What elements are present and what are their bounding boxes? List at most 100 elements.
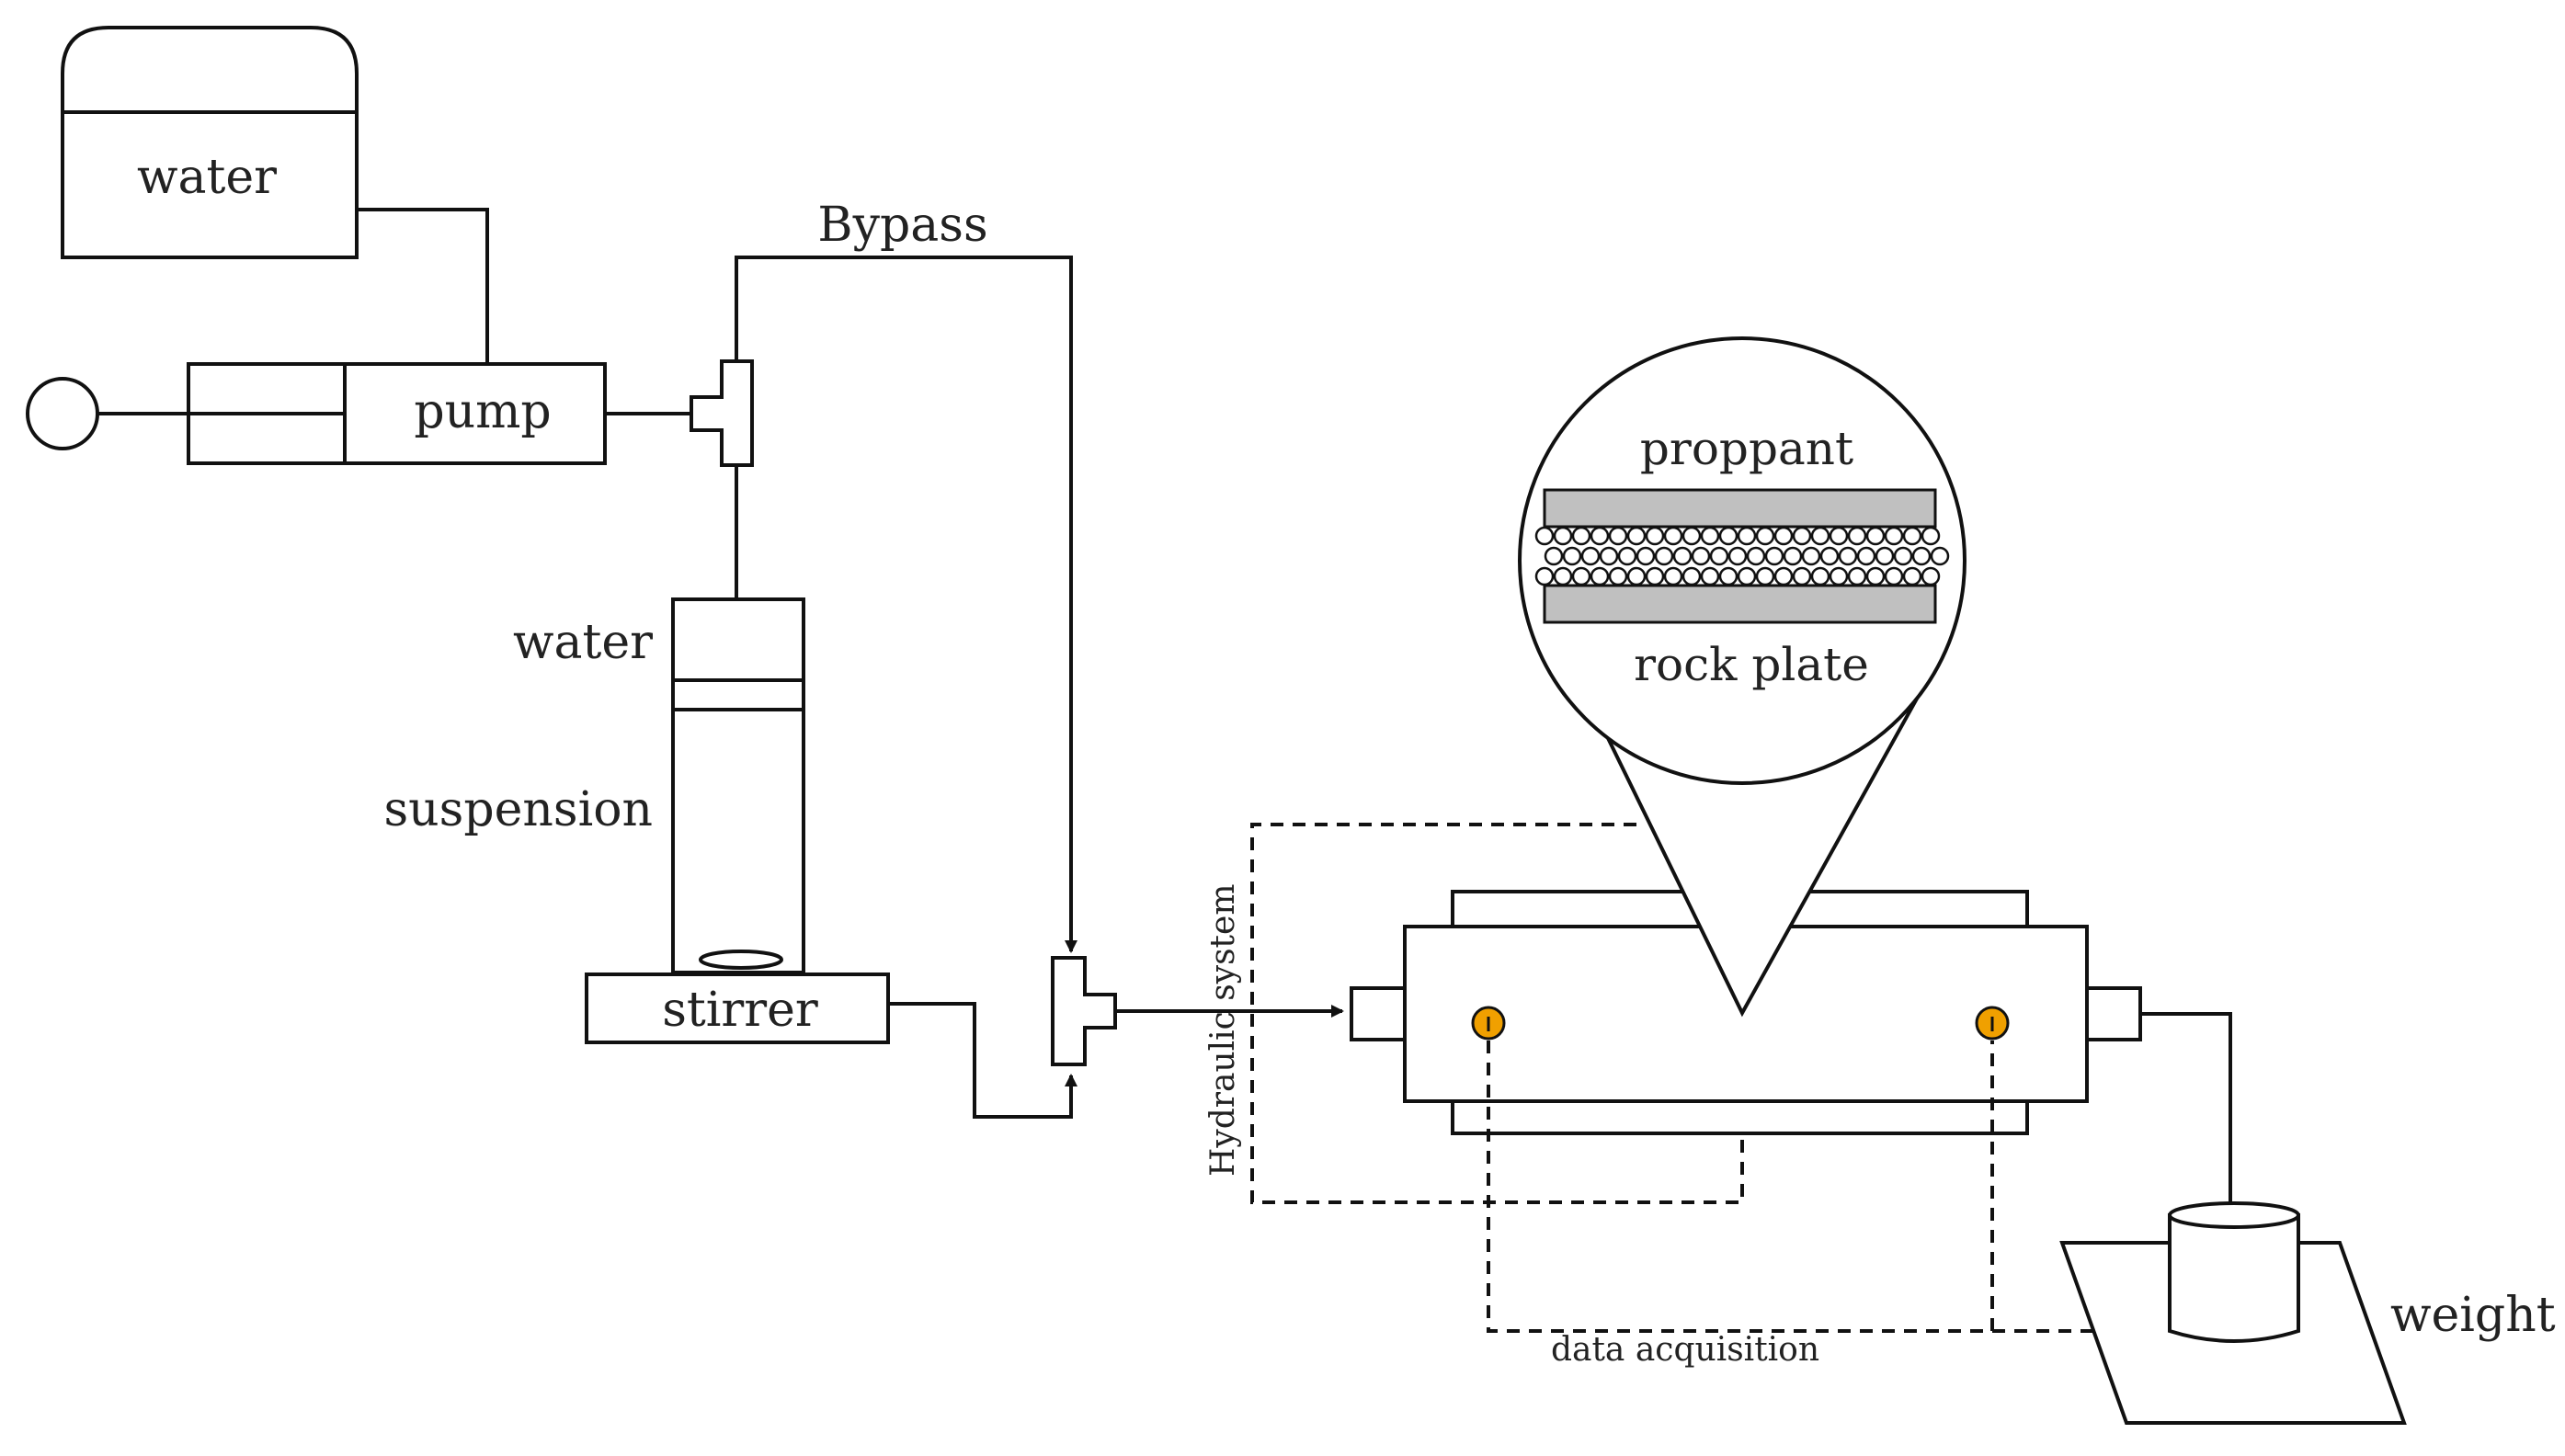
proppant-grain bbox=[1829, 566, 1849, 586]
rock-plate-label: rock plate bbox=[1634, 638, 1869, 691]
proppant-grain bbox=[1663, 566, 1683, 586]
t-junction-bottom bbox=[1051, 956, 1117, 1066]
proppant-grain bbox=[1553, 526, 1573, 546]
proppant-grain bbox=[1819, 546, 1840, 566]
proppant-grain bbox=[1746, 546, 1766, 566]
proppant-grain bbox=[1783, 546, 1803, 566]
proppant-grain bbox=[1626, 566, 1647, 586]
stirrer: stirrer bbox=[585, 973, 890, 1044]
proppant-grain bbox=[1663, 526, 1683, 546]
proppant-grain bbox=[1571, 566, 1591, 586]
pressure-sensor-left bbox=[1471, 1006, 1506, 1041]
data-acquisition-label: data acquisition bbox=[1551, 1331, 1819, 1369]
proppant-grain bbox=[1672, 546, 1693, 566]
proppant-grain bbox=[1930, 546, 1950, 566]
proppant-grain bbox=[1764, 546, 1784, 566]
pump-label: pump bbox=[414, 384, 551, 439]
suspension-label: suspension bbox=[383, 782, 653, 837]
proppant-grains bbox=[1534, 526, 1950, 586]
bypass-label: Bypass bbox=[817, 198, 987, 253]
proppant-grain bbox=[1534, 526, 1555, 546]
proppant-grain bbox=[1838, 546, 1858, 566]
cell-inlet-port bbox=[1350, 986, 1407, 1041]
pump: pump bbox=[187, 362, 607, 465]
proppant-grain bbox=[1682, 566, 1702, 586]
proppant-grain bbox=[1847, 566, 1867, 586]
proppant-grain bbox=[1773, 566, 1794, 586]
proppant-grain bbox=[1893, 546, 1913, 566]
proppant-grain bbox=[1645, 566, 1665, 586]
proppant-grain bbox=[1755, 526, 1775, 546]
water-tank-label: water bbox=[137, 150, 277, 205]
proppant-grain bbox=[1544, 546, 1564, 566]
water-tank: water bbox=[61, 26, 359, 259]
proppant-grain bbox=[1626, 526, 1647, 546]
proppant-grain bbox=[1562, 546, 1582, 566]
proppant-grain bbox=[1921, 566, 1941, 586]
proppant-grain bbox=[1700, 566, 1720, 586]
rock-plate-bottom bbox=[1543, 584, 1937, 624]
collection-beaker bbox=[2168, 1201, 2300, 1343]
proppant-grain bbox=[1884, 526, 1904, 546]
proppant-grain bbox=[1571, 526, 1591, 546]
proppant-grain bbox=[1847, 526, 1867, 546]
proppant-grain bbox=[1654, 546, 1674, 566]
proppant-grain bbox=[1801, 546, 1821, 566]
proppant-grain bbox=[1902, 566, 1922, 586]
proppant-grain bbox=[1921, 526, 1941, 546]
proppant-grain bbox=[1590, 526, 1610, 546]
proppant-grain bbox=[1884, 566, 1904, 586]
proppant-grain bbox=[1810, 566, 1830, 586]
proppant-grain bbox=[1755, 566, 1775, 586]
weight-label: weight bbox=[2390, 1288, 2556, 1343]
proppant-grain bbox=[1636, 546, 1656, 566]
cell-outlet-port bbox=[2085, 986, 2142, 1041]
cell-outlet-pipe bbox=[2140, 1012, 2232, 1211]
proppant-grain bbox=[1865, 526, 1886, 546]
proppant-grain bbox=[1590, 566, 1610, 586]
proppant-grain bbox=[1608, 526, 1628, 546]
proppant-grain bbox=[1792, 526, 1812, 546]
proppant-grain bbox=[1553, 566, 1573, 586]
data-acquisition-line bbox=[1487, 1041, 1994, 1333]
proppant-label: proppant bbox=[1640, 422, 1853, 475]
proppant-grain bbox=[1718, 566, 1738, 586]
t-junction-top bbox=[690, 359, 754, 467]
proppant-grain bbox=[1617, 546, 1637, 566]
water-column-label: water bbox=[513, 615, 653, 670]
proppant-grain bbox=[1534, 566, 1555, 586]
suspension-column: water suspension bbox=[383, 597, 805, 974]
stirrer-label: stirrer bbox=[662, 983, 818, 1038]
proppant-grain bbox=[1902, 526, 1922, 546]
proppant-grain bbox=[1856, 546, 1876, 566]
proppant-grain bbox=[1875, 546, 1895, 566]
proppant-grain bbox=[1645, 526, 1665, 546]
bypass-line bbox=[735, 256, 1077, 953]
proppant-grain bbox=[1727, 546, 1748, 566]
proppant-grain bbox=[1829, 526, 1849, 546]
proppant-grain bbox=[1682, 526, 1702, 546]
proppant-grain bbox=[1718, 526, 1738, 546]
magnified-view: proppant rock plate bbox=[1518, 336, 1966, 1018]
proppant-grain bbox=[1608, 566, 1628, 586]
proppant-grain bbox=[1737, 526, 1757, 546]
proppant-grain bbox=[1580, 546, 1601, 566]
proppant-grain bbox=[1599, 546, 1619, 566]
proppant-grain bbox=[1911, 546, 1932, 566]
valve-handle bbox=[26, 377, 188, 450]
proppant-grain bbox=[1691, 546, 1711, 566]
stirrer-outlet-pipe bbox=[888, 1002, 1077, 1119]
pressure-sensor-right bbox=[1975, 1006, 2010, 1041]
tank-pump-pipe bbox=[357, 208, 489, 364]
proppant-grain bbox=[1792, 566, 1812, 586]
proppant-grain bbox=[1865, 566, 1886, 586]
proppant-grain bbox=[1700, 526, 1720, 546]
proppant-grain bbox=[1737, 566, 1757, 586]
proppant-grain bbox=[1773, 526, 1794, 546]
hydraulic-system-line bbox=[1250, 823, 1744, 1204]
proppant-grain bbox=[1810, 526, 1830, 546]
rock-plate-top bbox=[1543, 488, 1937, 529]
proppant-grain bbox=[1709, 546, 1729, 566]
